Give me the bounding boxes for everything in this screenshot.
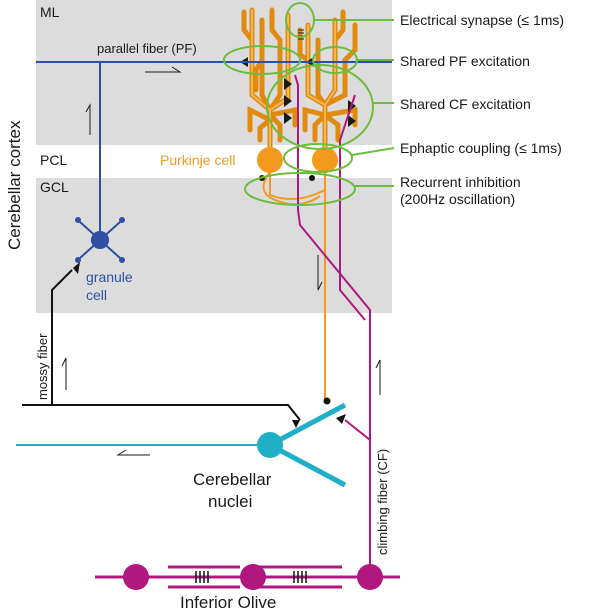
annotation-electrical-synapse: Electrical synapse (≤ 1ms)	[400, 12, 564, 28]
purkinje-axons	[262, 171, 326, 400]
cf-direction-arrow	[375, 359, 381, 395]
mossy-fiber	[22, 269, 301, 421]
annotation-recurrent-inhibition: Recurrent inhibition	[400, 174, 521, 190]
purkinje-label: Purkinje cell	[160, 152, 235, 168]
annotation-shared-cf: Shared CF excitation	[400, 96, 531, 112]
nuclei-soma	[257, 432, 283, 458]
inferior-olive-label: Inferior Olive	[180, 593, 276, 612]
annotation-ephaptic: Ephaptic coupling (≤ 1ms)	[400, 140, 562, 156]
pf-ascending-arrow	[85, 103, 91, 135]
granule-dendrite-claws	[75, 217, 125, 263]
pc-direction-arrow	[317, 255, 323, 291]
cerebellar-nuclei-cell	[268, 402, 347, 488]
cerebellar-cortex-label: Cerebellar cortex	[5, 120, 24, 250]
olive-gap-junctions	[195, 571, 307, 583]
inferior-olive-cells	[95, 564, 400, 590]
climbing-fibers	[294, 74, 371, 575]
nuclei-label-2: nuclei	[208, 492, 252, 511]
climbing-fiber-label: climbing fiber (CF)	[375, 449, 390, 555]
mossy-direction-arrow	[61, 357, 67, 390]
annotation-oscillation: (200Hz oscillation)	[400, 191, 515, 207]
cf-nuclei-synapse	[336, 414, 346, 424]
purkinje-soma-left	[257, 147, 283, 173]
annotation-shared-pf: Shared PF excitation	[400, 53, 530, 69]
mossy-fiber-label: mossy fiber	[35, 333, 50, 400]
ml-label: ML	[40, 4, 60, 20]
parallel-fiber	[36, 61, 392, 240]
mossy-nuclei-synapse	[292, 420, 300, 428]
granule-label-2: cell	[86, 287, 107, 303]
annotation-highlights	[223, 2, 395, 206]
gcl-label: GCL	[40, 179, 69, 195]
granule-label-1: granule	[86, 269, 133, 285]
nuclei-label-1: Cerebellar	[193, 470, 272, 489]
nuclei-direction-arrow	[116, 449, 150, 456]
parallel-fiber-label: parallel fiber (PF)	[97, 41, 197, 56]
mossy-granule-synapse	[73, 262, 80, 274]
pf-direction-arrow	[145, 66, 182, 73]
granule-cell-soma	[91, 231, 109, 249]
purkinje-soma-right	[312, 147, 338, 173]
pcl-label: PCL	[40, 152, 67, 168]
